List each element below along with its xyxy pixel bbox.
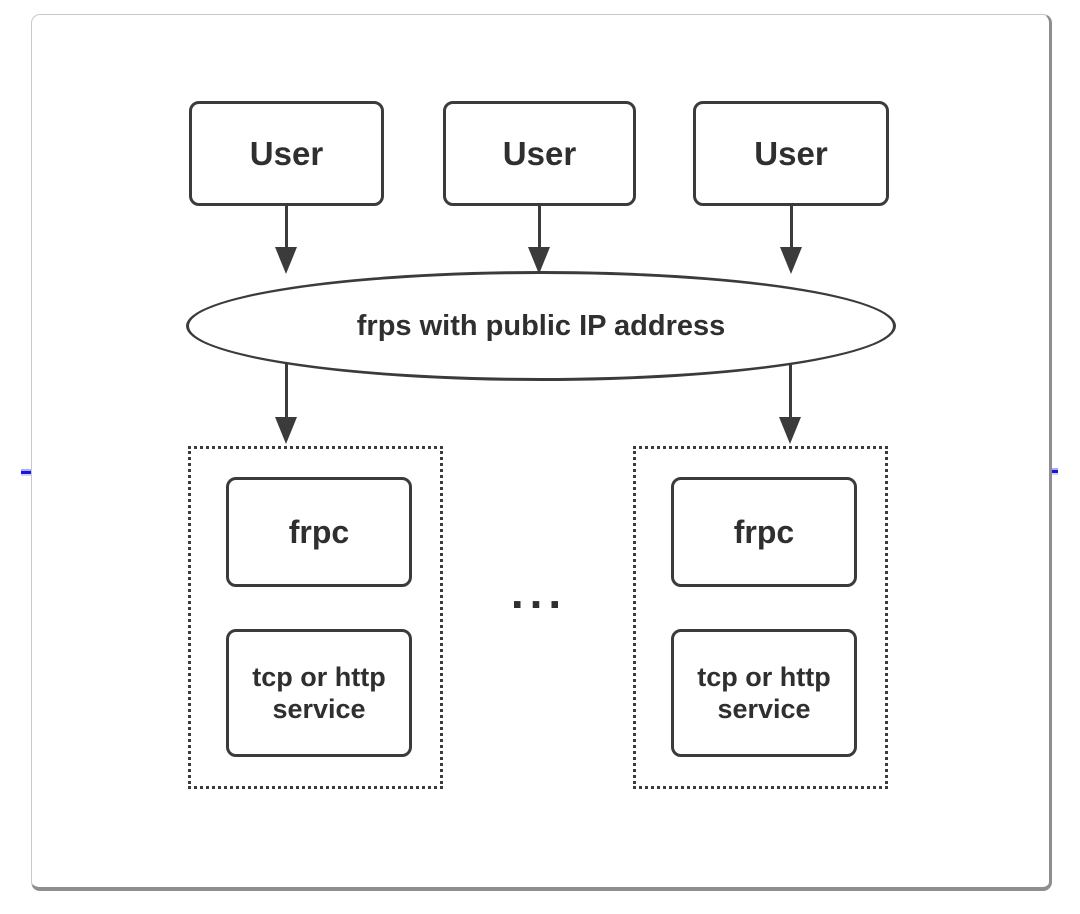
arrow-shaft <box>789 364 792 418</box>
user-node-2: User <box>443 101 636 206</box>
client-group-2: frpc tcp or http service <box>633 446 888 789</box>
arrow-head-icon <box>275 247 297 274</box>
service-node-1: tcp or http service <box>226 629 412 757</box>
user-node-3: User <box>693 101 889 206</box>
frps-server-label: frps with public IP address <box>356 309 726 342</box>
arrow-head-icon <box>528 247 550 274</box>
arrow-shaft <box>538 206 541 248</box>
arrow-shaft <box>285 364 288 418</box>
frp-architecture-diagram: User User User frps wi <box>32 15 1049 887</box>
frpc-node-2: frpc <box>671 477 857 587</box>
user-node-label: User <box>754 134 828 172</box>
frpc-node-label: frpc <box>288 513 350 550</box>
service-node-2: tcp or http service <box>671 629 857 757</box>
client-group-1: frpc tcp or http service <box>188 446 443 789</box>
arrow-shaft <box>790 206 793 248</box>
arrow-head-icon <box>780 247 802 274</box>
arrow-head-icon <box>275 417 297 444</box>
frpc-node-1: frpc <box>226 477 412 587</box>
service-node-label: tcp or http service <box>252 661 386 724</box>
service-node-label: tcp or http service <box>697 661 831 724</box>
more-clients-ellipsis: ... <box>510 565 568 618</box>
diagram-card: User User User frps wi <box>31 14 1052 891</box>
user-node-1: User <box>189 101 384 206</box>
user-node-label: User <box>249 134 324 172</box>
arrow-shaft <box>285 206 288 248</box>
frpc-node-label: frpc <box>733 513 795 550</box>
frps-server-node: frps with public IP address <box>186 271 896 381</box>
user-node-label: User <box>502 134 577 172</box>
arrow-head-icon <box>779 417 801 444</box>
